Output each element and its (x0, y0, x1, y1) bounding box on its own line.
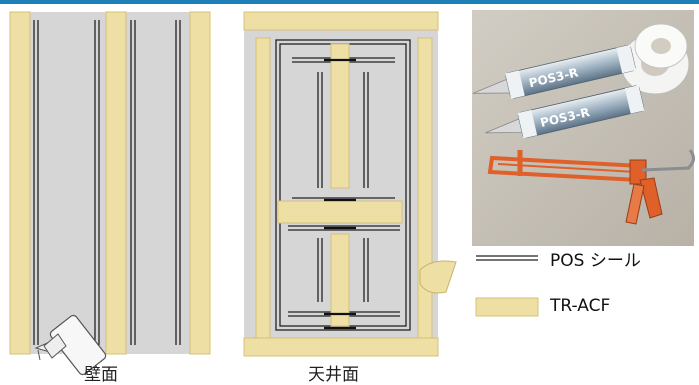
legend-tape-label: TR-ACF (550, 296, 611, 316)
wall-seal-lines (33, 20, 181, 345)
ceiling-seal-lower (288, 225, 400, 317)
ceiling-tape-center-horizontal (277, 200, 403, 224)
wall-tape-strip (105, 11, 127, 355)
ceiling-tape-center-upper (330, 43, 350, 189)
caption-wall: 壁面 (84, 365, 118, 385)
ceiling-tape-top (243, 11, 439, 31)
legend-tape-symbol (475, 297, 539, 317)
ceiling-tape-center-lower (330, 233, 350, 327)
caulk-tube-illustration (34, 314, 107, 376)
tape-curl (419, 260, 457, 294)
top-accent-bar (0, 0, 699, 4)
wall-diagram (9, 11, 211, 376)
ceiling-tape-bottom (243, 337, 439, 357)
caption-ceiling: 天井面 (308, 365, 359, 385)
sealant-tube-2: POS3-R (485, 85, 645, 139)
ceiling-diagram (243, 11, 457, 357)
ceiling-tape-right (417, 37, 433, 339)
materials-photo: POS3-R POS3-R (472, 10, 695, 246)
ceiling-tape-left (255, 37, 271, 339)
ceiling-seal-outer (275, 39, 411, 331)
wall-tape-strip (189, 11, 211, 355)
legend-sealant-label: POS シール (550, 251, 641, 271)
ceiling-seal-crossings (324, 58, 356, 330)
caulk-gun-photo (487, 149, 695, 225)
legend-seal-symbol (476, 255, 538, 261)
wall-tape-strip (9, 11, 31, 355)
